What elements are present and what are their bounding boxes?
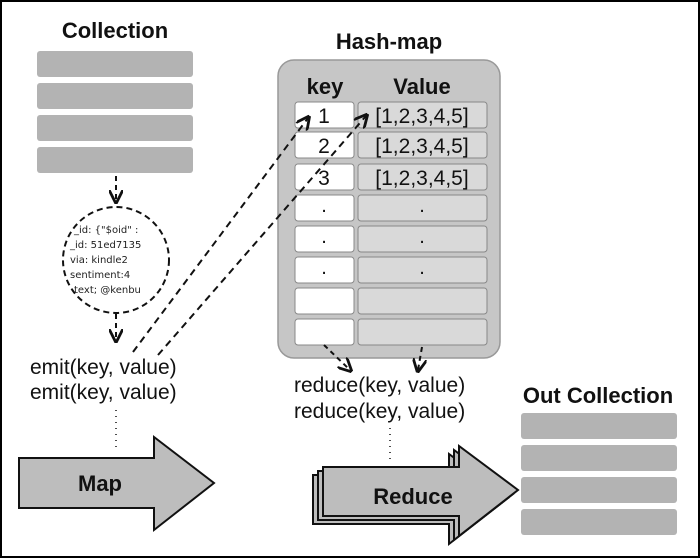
out-collection-stack xyxy=(521,413,677,535)
hashmap-rows: 1 [1,2,3,4,5] 2 [1,2,3,4,5] 3 [1,2,3,4,5… xyxy=(294,101,488,346)
collection-stack xyxy=(37,51,193,173)
reduce-arrow xyxy=(322,444,520,539)
key-cell-text: . xyxy=(321,257,327,279)
key-cell-text: 3 xyxy=(318,167,330,190)
key-cell xyxy=(294,287,355,315)
reduce-line: reduce(key, value) xyxy=(294,374,465,397)
document-line: text; @kenbu xyxy=(74,285,141,296)
value-cell xyxy=(357,194,488,222)
reduce-arrow-stack xyxy=(312,444,520,547)
key-cell xyxy=(294,256,355,284)
map-label: Map xyxy=(78,471,122,496)
value-header: Value xyxy=(393,74,450,99)
value-cell xyxy=(357,163,488,191)
document-line: via: kindle2 xyxy=(70,255,128,266)
document-line: _id: {"$oid" : xyxy=(73,225,138,236)
value-cell-text: [1,2,3,4,5] xyxy=(375,167,468,190)
collection-record xyxy=(37,83,193,109)
key-cell xyxy=(294,131,355,159)
collection-record xyxy=(37,51,193,77)
key-cell xyxy=(294,225,355,253)
document-line: sentiment:4 xyxy=(70,270,130,281)
key-header: key xyxy=(307,74,344,99)
value-cell xyxy=(357,225,488,253)
value-cell-text: [1,2,3,4,5] xyxy=(375,105,468,128)
reduce-line: reduce(key, value) xyxy=(294,400,465,423)
key-cell-text: . xyxy=(321,195,327,217)
hashmap-to-reduce-arrow xyxy=(418,346,422,370)
value-cell-text: . xyxy=(419,257,425,279)
emit-to-value-arrow xyxy=(157,116,366,356)
hashmap-title: Hash-map xyxy=(336,29,442,54)
key-cell-text: . xyxy=(321,226,327,248)
key-cell xyxy=(294,194,355,222)
value-cell xyxy=(357,131,488,159)
key-cell-text: 1 xyxy=(318,105,330,128)
emit-line: emit(key, value) xyxy=(30,356,177,379)
value-cell-text: [1,2,3,4,5] xyxy=(375,135,468,158)
document-line: _id: 51ed7135 xyxy=(69,240,141,251)
out-collection-record xyxy=(521,509,677,535)
emit-line: emit(key, value) xyxy=(30,381,177,404)
key-cell-text: 2 xyxy=(318,135,330,158)
value-cell xyxy=(357,287,488,315)
collection-title: Collection xyxy=(62,18,168,43)
key-cell xyxy=(294,318,355,346)
value-cell-text: . xyxy=(419,226,425,248)
collection-record xyxy=(37,147,193,173)
value-cell xyxy=(357,256,488,284)
collection-record xyxy=(37,115,193,141)
hashmap-to-reduce-arrow xyxy=(323,344,350,370)
out-collection-record xyxy=(521,413,677,439)
out-collection-title: Out Collection xyxy=(523,383,673,408)
reduce-label: Reduce xyxy=(373,484,452,509)
out-collection-record xyxy=(521,445,677,471)
value-cell xyxy=(357,318,488,346)
emit-to-key-arrow xyxy=(132,118,308,353)
document-circle xyxy=(62,206,170,314)
map-arrow xyxy=(18,434,216,533)
out-collection-record xyxy=(521,477,677,503)
value-cell-text: . xyxy=(419,195,425,217)
